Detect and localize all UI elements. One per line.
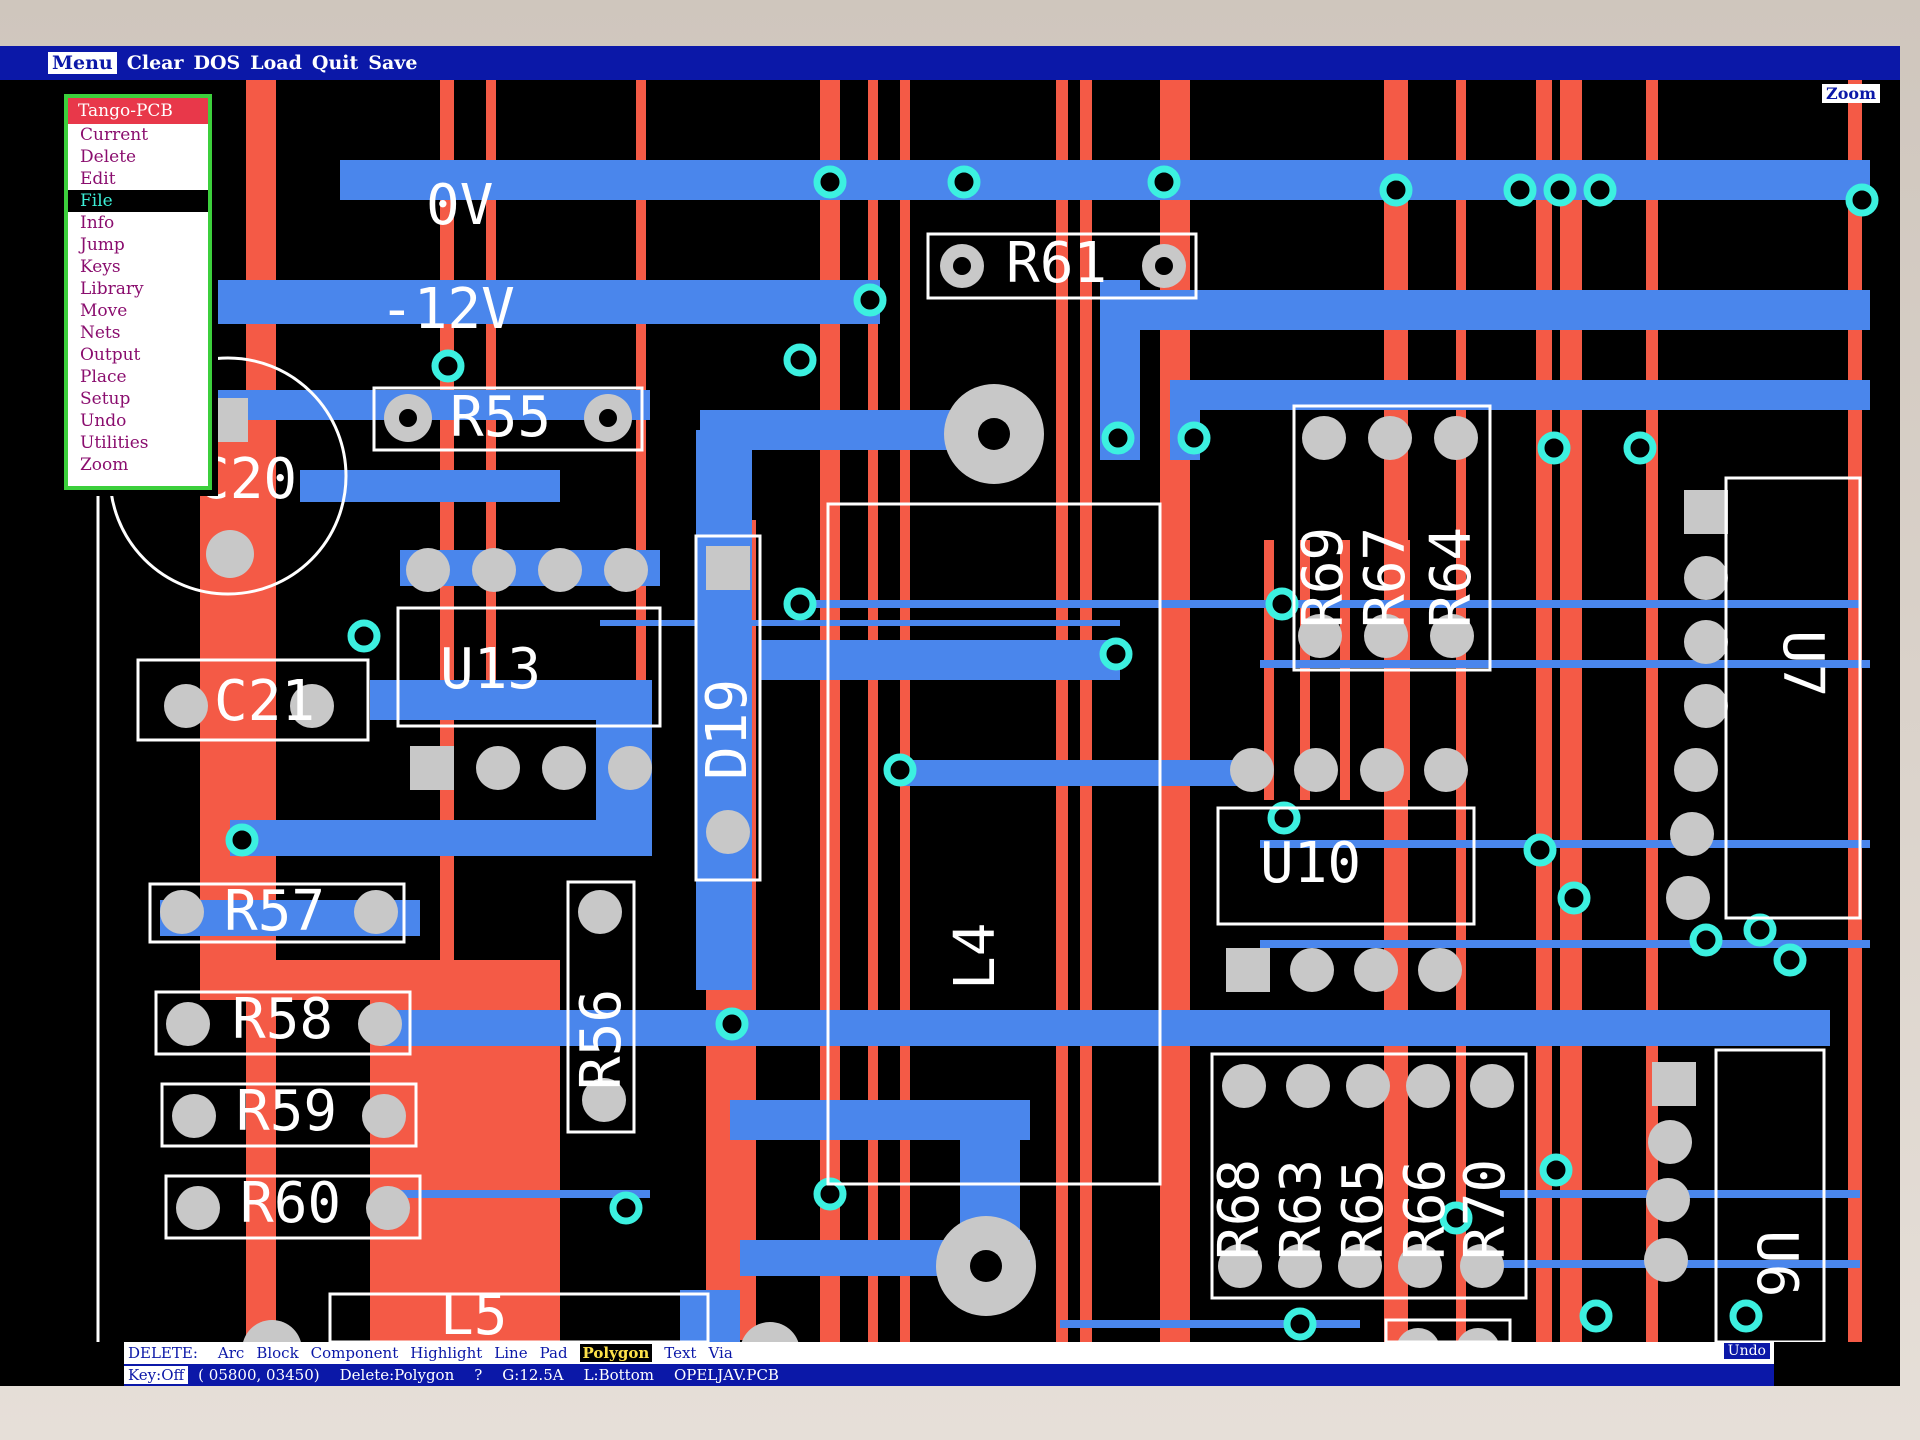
via-layer: [225, 165, 1879, 1341]
label-r60: R60: [240, 1171, 341, 1236]
popup-item-output[interactable]: Output: [80, 345, 141, 365]
pad-holes: [399, 257, 1173, 1282]
label-r70: R70: [1453, 1159, 1518, 1260]
pad-layer: [160, 244, 1728, 1342]
save-menu[interactable]: Save: [368, 52, 418, 74]
label-r61: R61: [1006, 231, 1107, 296]
label-r66: R66: [1393, 1159, 1458, 1260]
label-r56: R56: [569, 989, 634, 1090]
popup-item-jump[interactable]: Jump: [80, 235, 125, 255]
undo-button[interactable]: Undo: [1723, 1343, 1770, 1359]
label-r64: R64: [1419, 527, 1484, 628]
cmd-pad[interactable]: Pad: [539, 1344, 568, 1362]
silkscreen-labels: 0V -12V R61 R55 C20 C21 U13 R57 R58 R59 …: [196, 173, 1835, 1342]
zoom-button[interactable]: Zoom: [1822, 84, 1880, 103]
cmd-line[interactable]: Line: [494, 1344, 528, 1362]
top-copper-layer: [160, 160, 1870, 1342]
command-title: DELETE:: [128, 1344, 198, 1362]
popup-item-keys[interactable]: Keys: [80, 257, 121, 277]
tango-popup-menu: Tango-PCB Current Delete Edit File Info …: [64, 94, 212, 490]
dos-menu[interactable]: DOS: [193, 52, 241, 74]
cmd-arc[interactable]: Arc: [217, 1344, 245, 1362]
cmd-text[interactable]: Text: [664, 1344, 697, 1362]
popup-item-place[interactable]: Place: [80, 367, 127, 387]
popup-item-info[interactable]: Info: [80, 213, 115, 233]
cmd-highlight[interactable]: Highlight: [410, 1344, 483, 1362]
top-menu-bar: Menu Clear DOS Load Quit Save: [0, 46, 1900, 80]
menu-button[interactable]: Menu: [48, 52, 117, 74]
popup-item-edit[interactable]: Edit: [80, 169, 116, 189]
label-r57: R57: [224, 879, 325, 944]
help-indicator[interactable]: ?: [474, 1366, 483, 1384]
label-r67: R67: [1353, 527, 1418, 628]
net-label-12v: -12V: [380, 277, 515, 342]
silkscreen-outlines: [96, 232, 1862, 1342]
clear-menu[interactable]: Clear: [126, 52, 184, 74]
label-r68: R68: [1207, 1159, 1272, 1260]
label-l4: L4: [943, 923, 1008, 990]
popup-title: Tango-PCB: [68, 98, 208, 124]
label-u6: U6: [1744, 1230, 1809, 1297]
mode-status: Delete:Polygon: [339, 1366, 455, 1384]
label-r58: R58: [232, 987, 333, 1052]
label-d19: D19: [695, 679, 760, 780]
pcb-canvas[interactable]: 0V -12V R61 R55 C20 C21 U13 R57 R58 R59 …: [0, 80, 1900, 1342]
cmd-polygon[interactable]: Polygon: [579, 1344, 653, 1362]
label-l5: L5: [440, 1283, 507, 1342]
layer-status[interactable]: L:Bottom: [583, 1366, 654, 1384]
popup-item-undo[interactable]: Undo: [80, 411, 127, 431]
label-r65: R65: [1331, 1159, 1396, 1260]
label-u13: U13: [440, 637, 541, 702]
label-r55: R55: [450, 385, 551, 450]
cmd-component[interactable]: Component: [310, 1344, 399, 1362]
grid-status[interactable]: G:12.5A: [502, 1366, 564, 1384]
quit-menu[interactable]: Quit: [311, 52, 359, 74]
popup-item-move[interactable]: Move: [80, 301, 128, 321]
label-u10: U10: [1260, 831, 1361, 896]
pcb-editor-screen: Menu Clear DOS Load Quit Save: [0, 46, 1900, 1386]
popup-item-setup[interactable]: Setup: [80, 389, 131, 409]
popup-item-nets[interactable]: Nets: [80, 323, 121, 343]
cmd-via[interactable]: Via: [708, 1344, 733, 1362]
popup-item-zoom[interactable]: Zoom: [80, 455, 129, 475]
delete-command-bar: DELETE: Arc Block Component Highlight Li…: [124, 1342, 1774, 1364]
cmd-block[interactable]: Block: [256, 1344, 299, 1362]
popup-item-library[interactable]: Library: [80, 279, 144, 299]
label-u7: U7: [1770, 630, 1835, 697]
status-bar: Key:Off ( 05800, 03450) Delete:Polygon ?…: [124, 1364, 1774, 1386]
label-r69: R69: [1291, 527, 1356, 628]
label-c20: C20: [196, 447, 297, 512]
file-name: OPELJAV.PCB: [673, 1366, 779, 1384]
label-c21: C21: [214, 669, 315, 734]
key-status[interactable]: Key:Off: [124, 1366, 189, 1384]
label-r63: R63: [1269, 1159, 1334, 1260]
label-r59: R59: [236, 1079, 337, 1144]
net-label-0v: 0V: [426, 173, 493, 238]
popup-item-utilities[interactable]: Utilities: [80, 433, 149, 453]
popup-item-delete[interactable]: Delete: [80, 147, 137, 167]
popup-item-file[interactable]: File: [68, 190, 208, 212]
load-menu[interactable]: Load: [250, 52, 302, 74]
popup-item-current[interactable]: Current: [80, 125, 149, 145]
cursor-coords: ( 05800, 03450): [198, 1366, 320, 1384]
